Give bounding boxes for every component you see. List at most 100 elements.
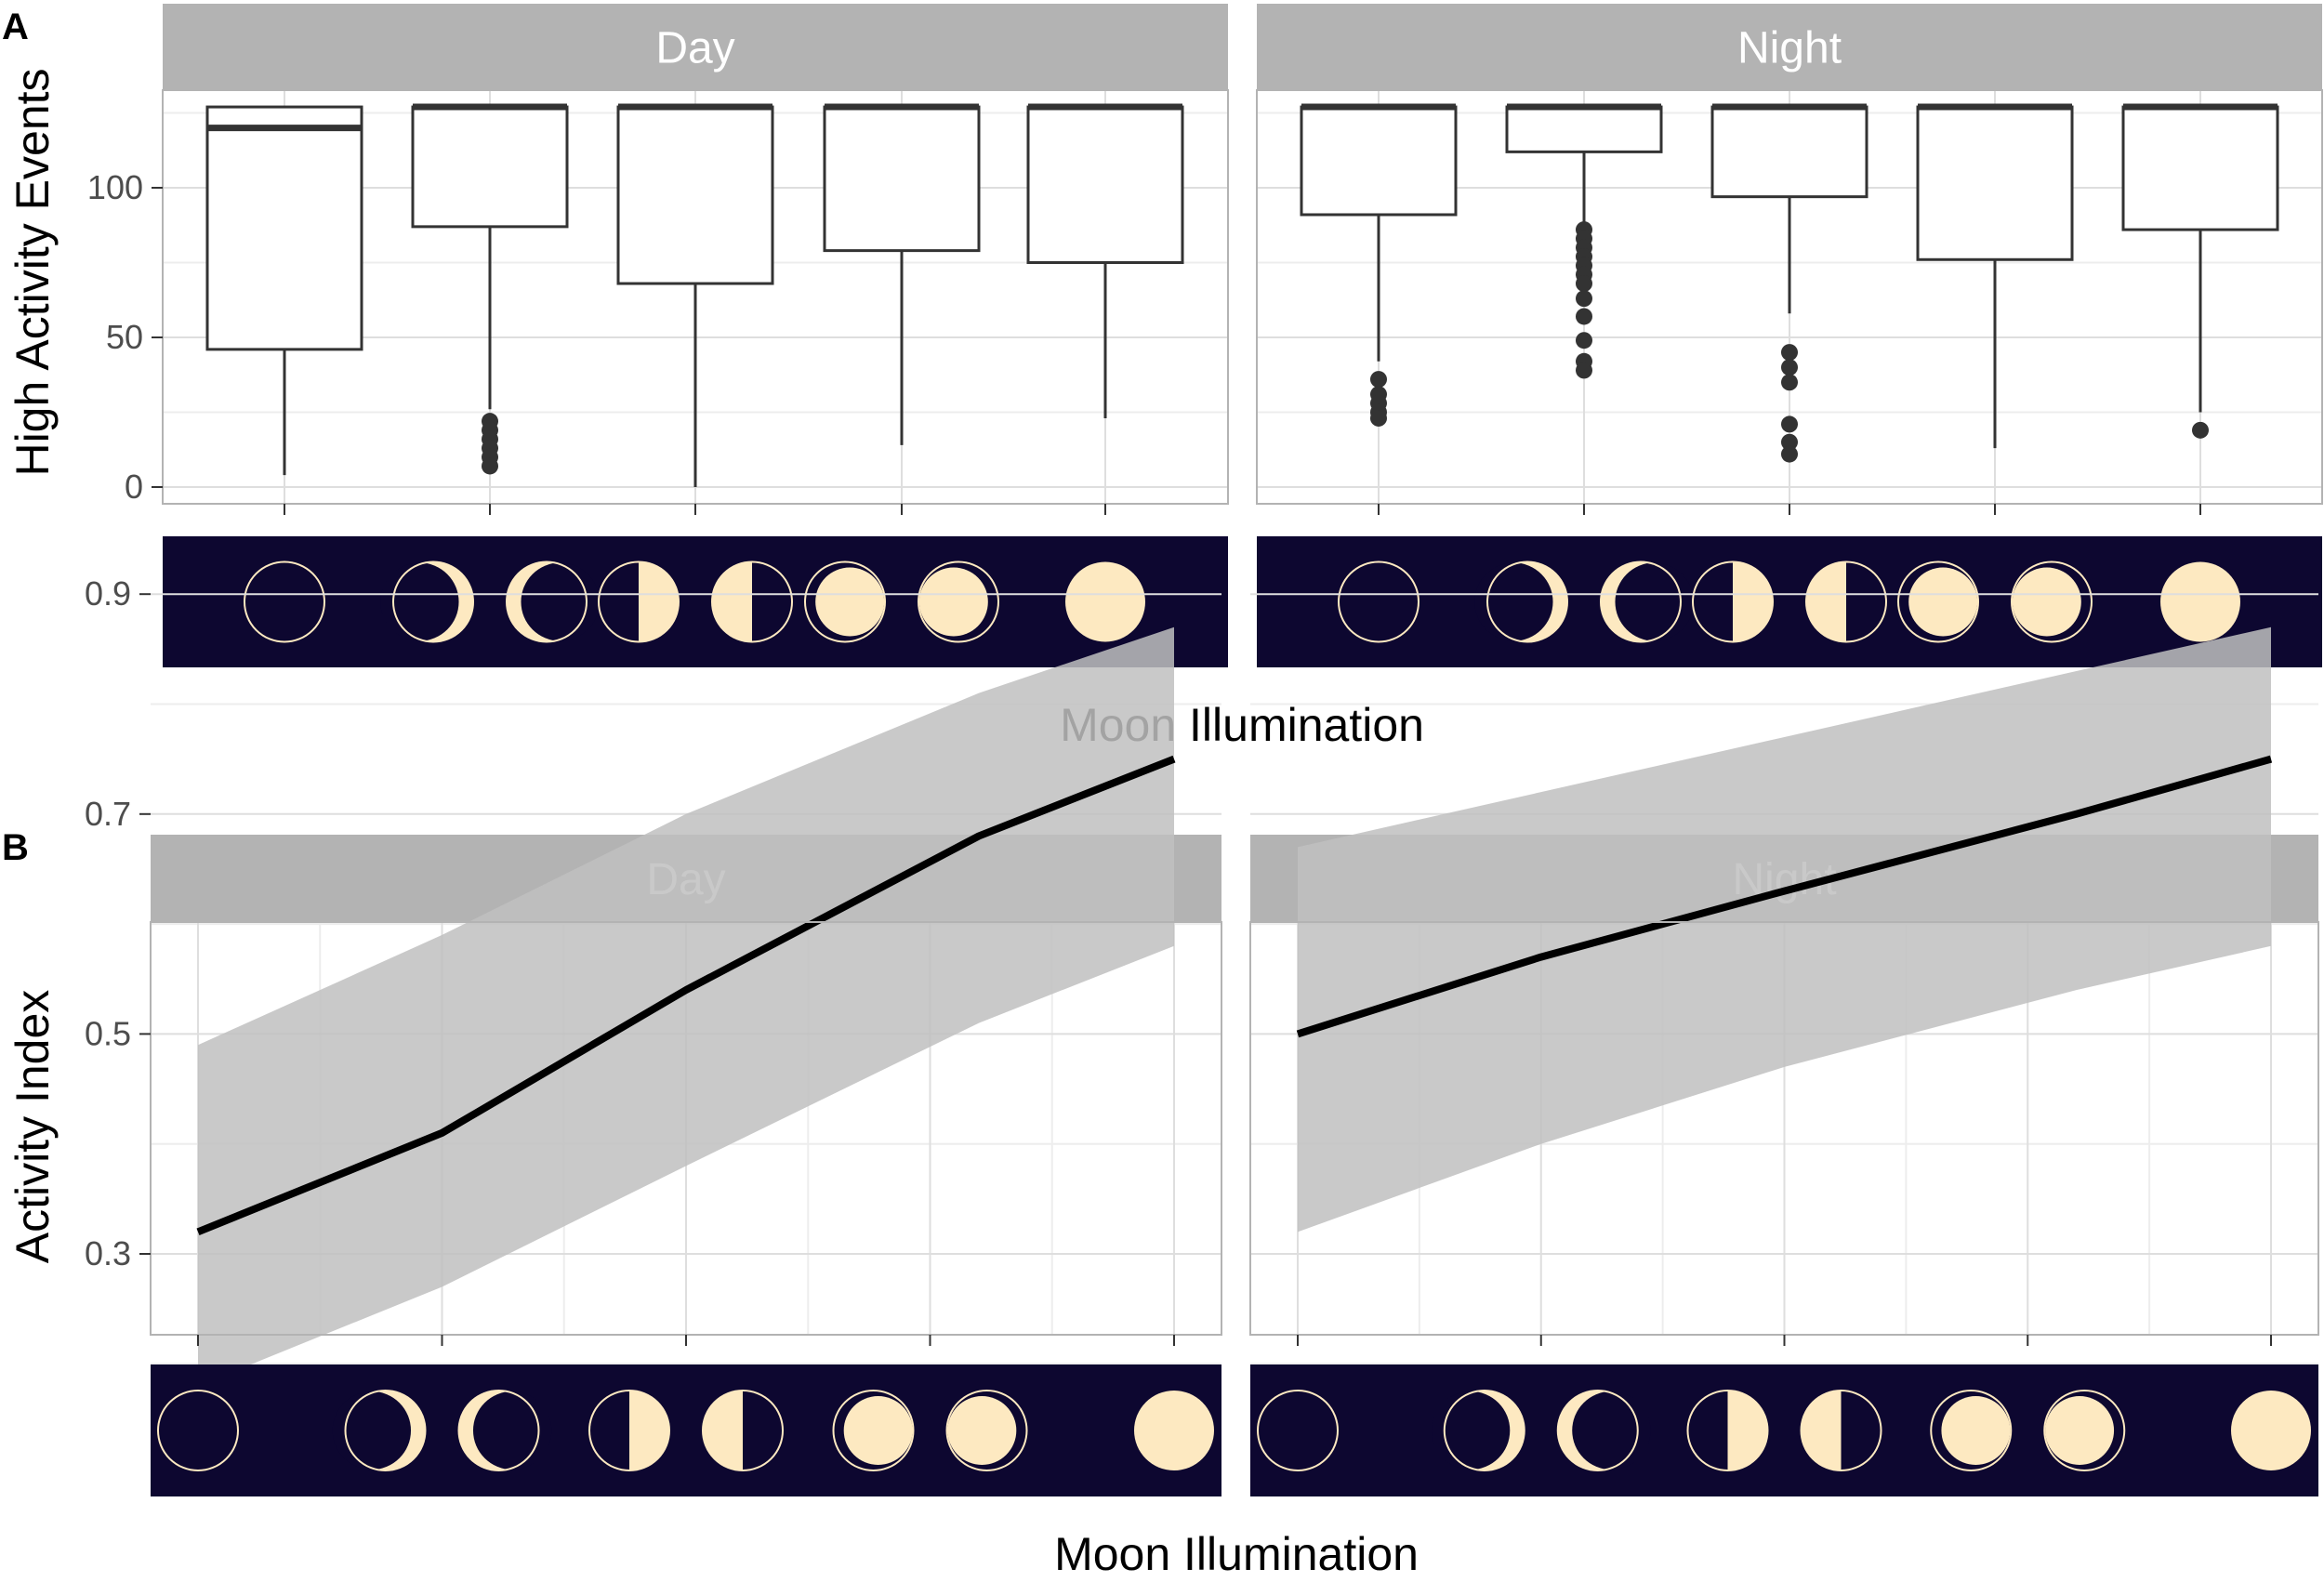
facet-night-boxplot: Night (1256, 4, 2323, 515)
gibbous-moon-icon (804, 560, 886, 643)
moon-band-background (1250, 1364, 2318, 1496)
moon-disc (157, 1390, 239, 1471)
new-moon-icon (1338, 560, 1419, 643)
moon-band-background (151, 1364, 1221, 1496)
outlier-point (1781, 445, 1798, 463)
moon-lit (2012, 567, 2081, 637)
full-moon-icon (2231, 1391, 2311, 1470)
moon-shadow (1431, 1391, 1511, 1470)
moon-lit-half (703, 1391, 743, 1470)
outlier-point (1370, 409, 1387, 427)
quarter-moon-icon (1686, 1390, 1769, 1471)
moon-shadow (1474, 562, 1553, 641)
outlier-point (2192, 421, 2209, 439)
moon-disc (1338, 560, 1419, 643)
moon-lit-half (1727, 1391, 1768, 1470)
outlier-point (1576, 275, 1592, 293)
facet-strip (1257, 4, 2322, 90)
facet-strip-label: Night (1737, 24, 1842, 73)
y-tick-label: 0.7 (85, 795, 131, 833)
panel-letter-a: A (2, 7, 29, 47)
new-moon-icon (157, 1390, 239, 1471)
moon-lit-half (639, 561, 679, 642)
outlier-point (1781, 433, 1798, 451)
crescent-moon-icon (1474, 560, 1568, 643)
box-quarter (1710, 103, 1868, 463)
outlier-point (1576, 332, 1592, 349)
gibbous-moon-icon (1930, 1390, 2013, 1471)
y-tick-label: 0.5 (85, 1014, 131, 1052)
fitted-line (196, 755, 1176, 1236)
moon-disc (1257, 1390, 1339, 1471)
moon-outline (457, 1390, 540, 1471)
moon-shadow (1615, 562, 1694, 641)
moon-band-background (1257, 536, 2322, 667)
gibbous-moon-icon (945, 1390, 1028, 1471)
moon-shadow (521, 562, 600, 641)
moon-outline (392, 560, 474, 643)
outlier-point (1576, 308, 1592, 325)
crescent-moon-icon (332, 1390, 427, 1471)
x-axis-title: Moon Illumination (1054, 1528, 1419, 1580)
facet-strip (163, 4, 1228, 90)
quarter-moon-icon (1692, 560, 1774, 643)
box-crescent (1505, 103, 1663, 379)
moon-lit (843, 1396, 913, 1465)
new-moon-icon (1257, 1390, 1339, 1471)
crescent-moon-icon (457, 1390, 552, 1471)
gibbous-moon-icon (832, 1390, 915, 1471)
full-moon-icon (1065, 561, 1145, 642)
moon-lit (947, 1396, 1017, 1465)
y-tick-label: 100 (87, 168, 143, 206)
gibbous-moon-icon (2011, 560, 2093, 643)
fitted-line (1296, 755, 2273, 1038)
gibbous-moon-icon (2043, 1390, 2126, 1471)
outlier-point (1781, 374, 1798, 391)
moon-disc (1134, 1391, 1214, 1470)
crescent-moon-icon (1600, 560, 1694, 643)
moon-outline (1443, 1390, 1525, 1471)
gibbous-moon-icon (1897, 560, 1979, 643)
box-new (1300, 103, 1458, 427)
moon-lit (918, 567, 988, 637)
moon-outline (506, 560, 588, 643)
moon-lit-half (1801, 1391, 1842, 1470)
quarter-moon-icon (711, 560, 793, 643)
box-gibbous (823, 103, 981, 445)
facet-night-line: Night (1249, 593, 2319, 1365)
full-moon-icon (2160, 561, 2240, 642)
moon-lit-half (1733, 561, 1774, 642)
facet-day-line: Day (150, 593, 1222, 1386)
crescent-moon-icon (506, 560, 600, 643)
moon-shadow (332, 1391, 412, 1470)
confidence-ribbon (198, 626, 1174, 1386)
facet-strip-label: Day (655, 24, 734, 73)
box-full (1026, 103, 1184, 418)
moon-lit (1908, 567, 1978, 637)
moon-outline (1556, 1390, 1639, 1471)
moon-phase-band (151, 1364, 2318, 1496)
y-tick-label: 0.3 (85, 1234, 131, 1272)
box-gibbous (1916, 103, 2074, 449)
quarter-moon-icon (702, 1390, 784, 1471)
box-iqr (1710, 105, 1868, 199)
moon-outline (344, 1390, 427, 1471)
box-new (205, 105, 363, 476)
crescent-moon-icon (1556, 1390, 1651, 1471)
moon-band-background (163, 536, 1228, 667)
moon-lit (2045, 1396, 2115, 1465)
new-moon-icon (244, 560, 325, 643)
moon-lit (1941, 1396, 2011, 1465)
quarter-moon-icon (1800, 1390, 1882, 1471)
quarter-moon-icon (598, 560, 680, 643)
moon-outline (1600, 560, 1682, 643)
moon-disc (2231, 1391, 2311, 1470)
outlier-point (1781, 359, 1798, 376)
outlier-point (482, 457, 498, 475)
box-iqr (205, 105, 363, 351)
outlier-point (1576, 362, 1592, 379)
box-iqr (1916, 105, 2074, 261)
y-axis-title: High Activity Events (7, 68, 59, 476)
moon-phase-band (163, 536, 2322, 667)
